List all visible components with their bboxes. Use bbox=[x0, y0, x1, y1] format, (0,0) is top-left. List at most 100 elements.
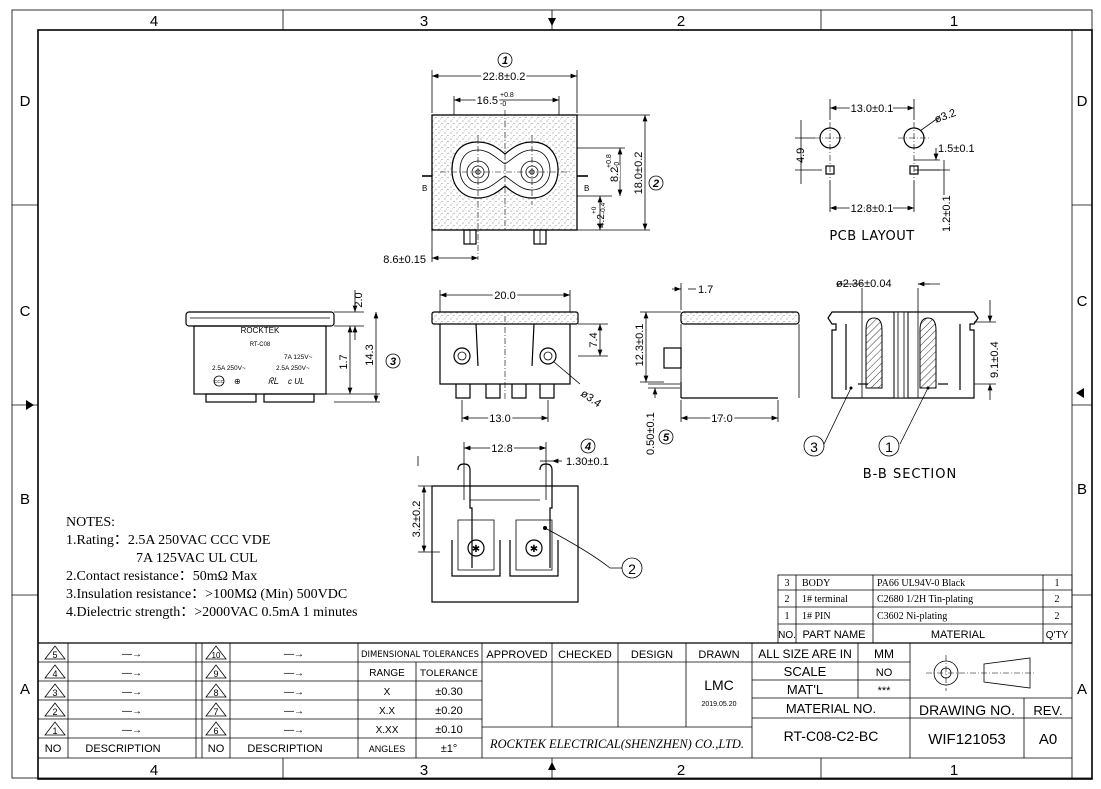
rev-desc-arrow: —→ bbox=[284, 687, 304, 698]
section-mark-right: B bbox=[584, 184, 589, 193]
tol-row-3-tol: ±1° bbox=[441, 743, 458, 755]
scale-value: NO bbox=[876, 667, 893, 679]
profile-dim-pin: 0.50±0.1 bbox=[645, 412, 657, 455]
rev-no-2: 2 bbox=[52, 707, 57, 717]
rev-no-3: 3 bbox=[52, 688, 57, 698]
zone-row-c-left: C bbox=[20, 303, 31, 320]
zone-row-b-left: B bbox=[20, 491, 30, 508]
tol-row-0-tol: ±0.30 bbox=[435, 686, 462, 698]
tol-row-1-tol: ±0.20 bbox=[435, 705, 462, 717]
view-3-side: ROCKTEK RT-C08 7A 125V~ 2.5A 250V~ 2.5A … bbox=[185, 290, 401, 403]
zone-row-b-right: B bbox=[1077, 481, 1087, 498]
view-1-marker: 1 bbox=[502, 55, 508, 67]
label-cert-right: c UL bbox=[288, 377, 304, 386]
zone-col-4-top: 4 bbox=[150, 13, 158, 30]
terminal-dim-pitch: 12.8 bbox=[491, 443, 512, 455]
bom-header-no: NO. bbox=[778, 630, 796, 641]
notes-line-2: 2.Contact resistance：50mΩ Max bbox=[66, 569, 257, 584]
pcb-layout: 13.0±0.1 ø3.2 1.5±0.1 4.9 12.8±0.1 1.2±0… bbox=[795, 99, 975, 244]
zone-ticks bbox=[12, 10, 1092, 778]
section-callout-right: 1 bbox=[885, 439, 893, 455]
vde-icon: ⊕ bbox=[234, 377, 241, 386]
rev-desc-arrow: —→ bbox=[122, 668, 142, 679]
bom-header-material: MATERIAL bbox=[931, 629, 985, 641]
tol-title: DIMENSIONAL TOLERANCES bbox=[361, 650, 479, 660]
zone-col-2-bottom: 2 bbox=[677, 762, 685, 779]
section-mark-left: B bbox=[422, 184, 427, 193]
dim-height-low-tol-upper: +0 bbox=[591, 206, 598, 214]
pcb-dim-bottom: 12.8±0.1 bbox=[851, 203, 894, 215]
zone-col-1-top: 1 bbox=[950, 13, 958, 30]
zone-col-2-top: 2 bbox=[677, 13, 685, 30]
terminal-callout: 2 bbox=[628, 561, 636, 577]
dim-height-right: 8.2 bbox=[609, 167, 621, 182]
rev-value: A0 bbox=[1039, 731, 1057, 748]
tol-row-2-tol: ±0.10 bbox=[435, 724, 462, 736]
rev-no-6: 6 bbox=[213, 726, 218, 736]
pcb-dim-height: 4.9 bbox=[795, 148, 807, 163]
bom-header-part: PART NAME bbox=[803, 629, 866, 641]
dim-height-low: 4.2 bbox=[596, 214, 607, 228]
zone-row-d-right: D bbox=[1077, 93, 1088, 110]
zone-row-d-left: D bbox=[20, 93, 31, 110]
rev-no-9: 9 bbox=[213, 669, 218, 679]
rev-header-no-right: NO bbox=[208, 743, 225, 755]
bom-row-0-material: PA66 UL94V-0 Black bbox=[877, 578, 965, 589]
side-dim-mid: 1.7 bbox=[338, 354, 350, 369]
view-5-profile: 1.7 12.3±0.1 0.50±0.1 5 17.0 bbox=[632, 283, 800, 455]
bom-header-qty: Q'TY bbox=[1046, 630, 1069, 641]
rev-desc-arrow: —→ bbox=[284, 668, 304, 679]
checked-label: CHECKED bbox=[558, 649, 612, 661]
rev-desc-arrow: —→ bbox=[122, 706, 142, 717]
notes-line-1a: 1.Rating：2.5A 250VAC CCC VDE bbox=[66, 533, 270, 548]
section-b-b: ø2.36±0.04 9.1±0.4 3 1 B-B SECTION bbox=[803, 278, 1001, 482]
rev-no-7: 7 bbox=[213, 707, 218, 717]
inner-frame bbox=[37, 29, 1093, 780]
approved-label: APPROVED bbox=[486, 649, 547, 661]
front-dim-right: 7.4 bbox=[588, 332, 600, 347]
profile-dim-bottom: 17.0 bbox=[711, 413, 732, 425]
front-bottom-view: 20.0 7.4 ø3.4 13.0 bbox=[431, 288, 608, 427]
notes-line-4: 4.Dielectric strength：>2000VAC 0.5mA 1 m… bbox=[66, 605, 358, 620]
side-dim-top: 2.0 bbox=[353, 292, 365, 307]
rev-header-desc-left: DESCRIPTION bbox=[85, 743, 160, 755]
zone-col-1-bottom: 1 bbox=[950, 762, 958, 779]
notes-line-1b: 7A 125VAC UL CUL bbox=[136, 551, 258, 566]
section-callout-left: 3 bbox=[810, 439, 818, 455]
section-caption: B-B SECTION bbox=[863, 467, 957, 482]
title-block: 5 4 3 2 1 10 9 8 7 6 —→ —→ —→ —→ —→ —→ —… bbox=[38, 642, 1072, 758]
dim-inner-width-tol-lower: -0 bbox=[500, 101, 506, 108]
projection-symbol-icon bbox=[926, 655, 1036, 691]
zone-row-c-right: C bbox=[1077, 293, 1088, 310]
material-no-label: MATERIAL NO. bbox=[786, 701, 876, 716]
rev-desc-arrow: —→ bbox=[284, 706, 304, 717]
label-rating-right-1: 7A 125V~ bbox=[284, 354, 313, 361]
material-label: MAT'L bbox=[787, 682, 823, 697]
center-mark-bottom bbox=[548, 762, 556, 770]
bom-row-1-no: 2 bbox=[785, 594, 790, 605]
dim-inner-width: 16.5 bbox=[477, 95, 498, 107]
scale-label: SCALE bbox=[784, 664, 827, 679]
section-dim-right: 9.1±0.4 bbox=[989, 341, 1001, 378]
company-name: ROCKTEK ELECTRICAL(SHENZHEN) CO.,LTD. bbox=[489, 736, 744, 751]
bom-row-1-material: C2680 1/2H Tin-plating bbox=[877, 594, 973, 605]
label-brand: ROCKTEK bbox=[241, 326, 280, 335]
zone-row-a-left: A bbox=[20, 681, 30, 698]
front-dim-hole: ø3.4 bbox=[578, 388, 603, 410]
rev-no-4: 4 bbox=[52, 669, 57, 679]
rev-no-8: 8 bbox=[213, 688, 218, 698]
section-dim-top: ø2.36±0.04 bbox=[836, 278, 892, 290]
front-dim-top: 20.0 bbox=[494, 290, 515, 302]
material-no-value: RT-C08-C2-BC bbox=[784, 728, 879, 744]
tol-header-tol: TOLERANCE bbox=[419, 669, 478, 679]
rev-desc-arrow: —→ bbox=[122, 687, 142, 698]
ul-icon: ᖇᒪ bbox=[268, 376, 279, 386]
label-rating-left: 2.5A 250V~ bbox=[212, 365, 246, 372]
zone-col-3-top: 3 bbox=[420, 13, 428, 30]
drawn-date: 2019.05.20 bbox=[701, 701, 736, 708]
notes: NOTES: 1.Rating：2.5A 250VAC CCC VDE 7A 1… bbox=[66, 515, 358, 620]
screw-icon-right: ✱ bbox=[530, 544, 538, 555]
center-mark-top bbox=[548, 18, 556, 26]
rev-desc-arrow: —→ bbox=[284, 725, 304, 736]
side-dim-total: 14.3 bbox=[364, 344, 376, 365]
